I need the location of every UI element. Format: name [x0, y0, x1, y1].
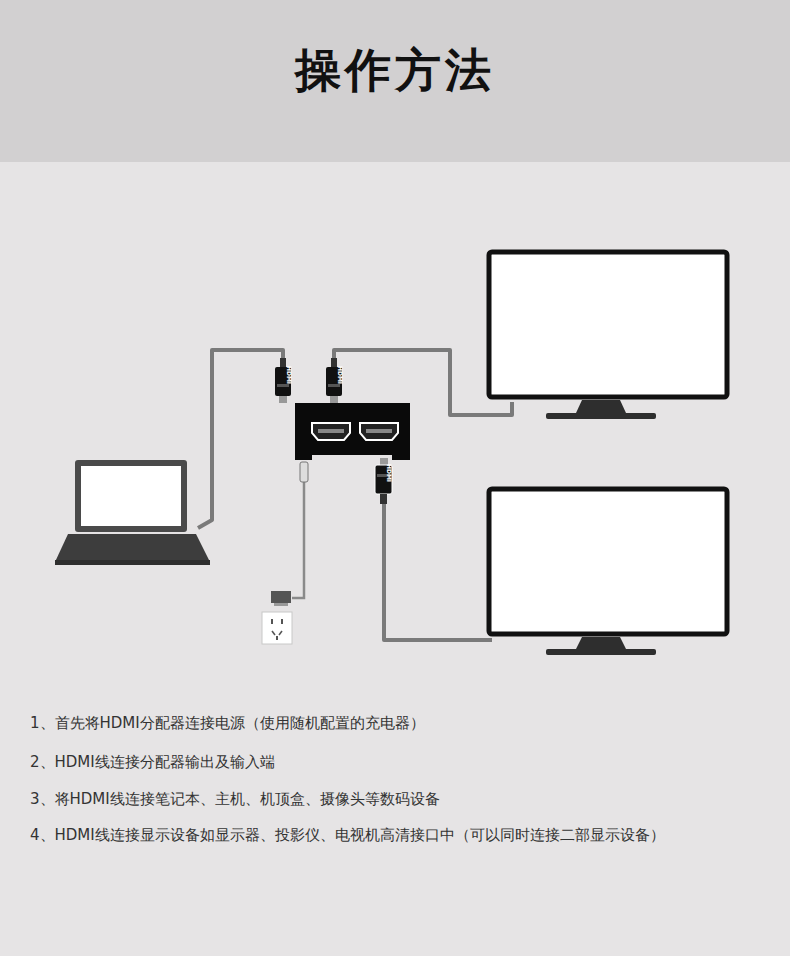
connector-label: HDMI [337, 366, 343, 384]
instruction-step: 3、将HDMI线连接笔记本、主机、机顶盒、摄像头等数码设备 [30, 782, 742, 817]
instruction-step: 1、首先将HDMI分配器连接电源（使用随机配置的充电器） [30, 706, 742, 741]
connector-label: HDMI [286, 366, 292, 384]
instruction-step: 2、HDMI线连接分配器输出及输入端 [30, 745, 742, 780]
page-title: 操作方法 [0, 40, 790, 102]
connector-label: HDMI [386, 464, 392, 482]
instruction-step: 4、HDMI线连接显示设备如显示器、投影仪、电视机高清接口中（可以同时连接二部显… [30, 818, 742, 853]
